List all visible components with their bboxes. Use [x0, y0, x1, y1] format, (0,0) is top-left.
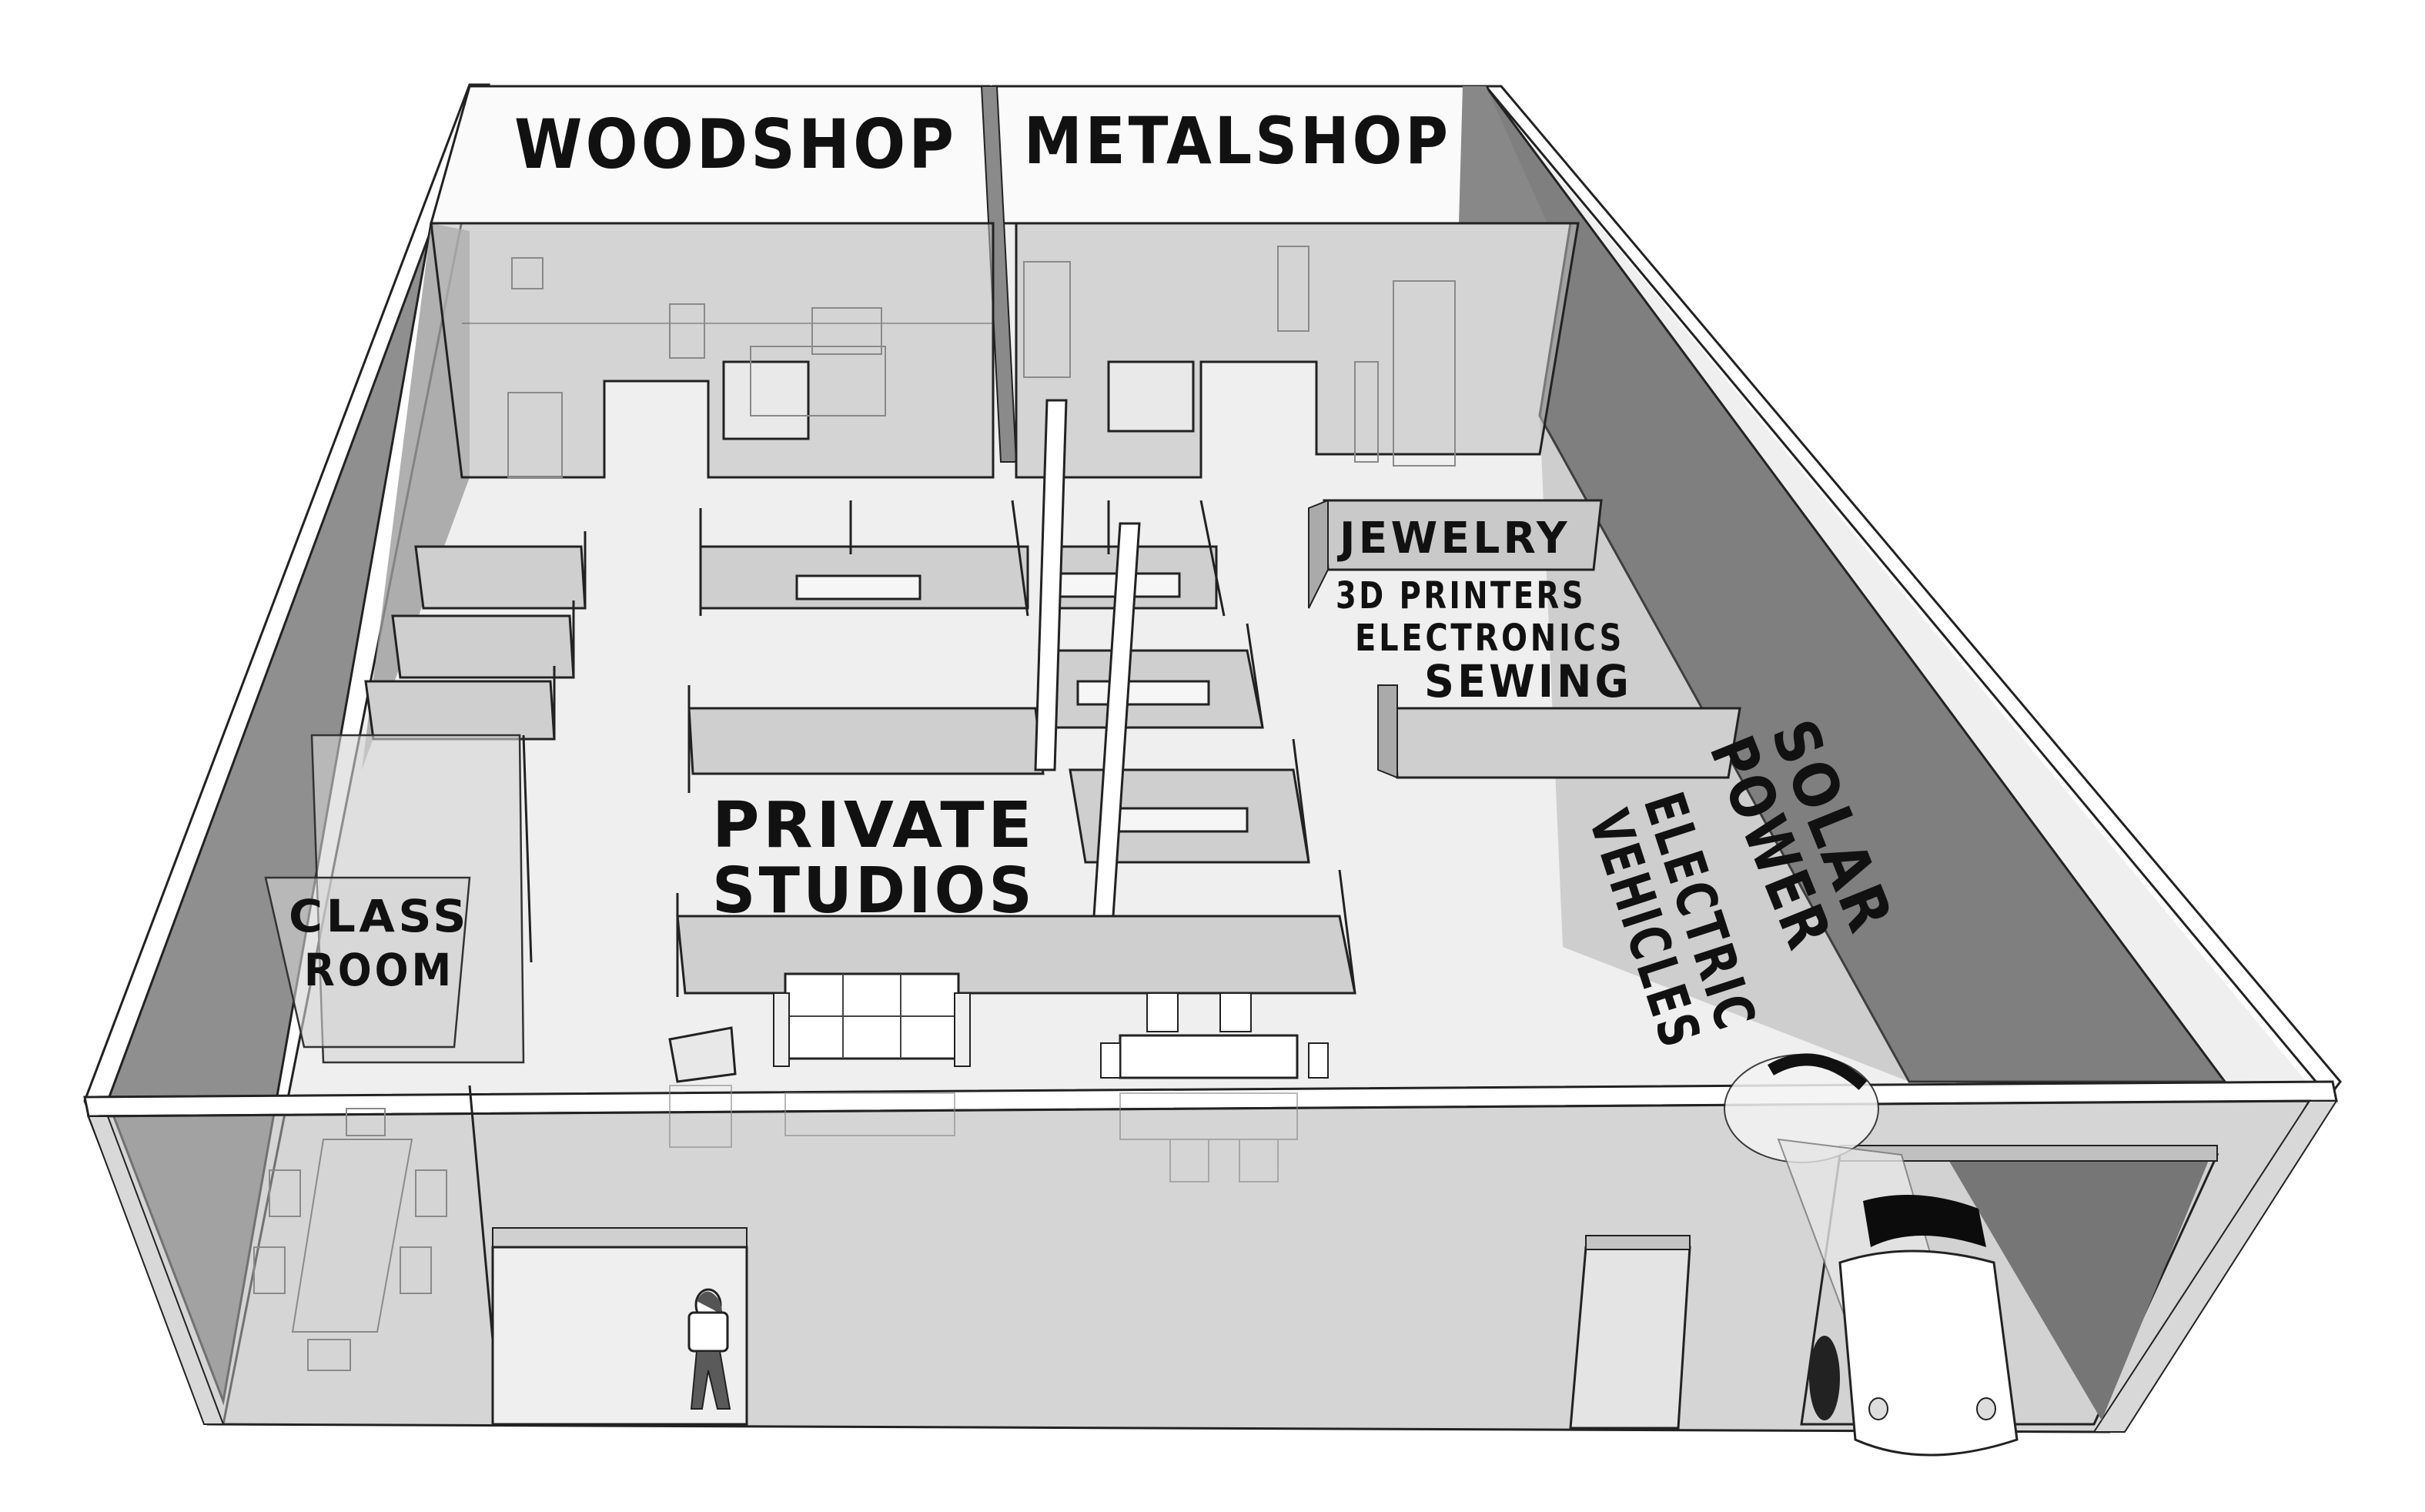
jewelry-label: JEWELRY — [1337, 513, 1570, 564]
dining-set — [1100, 992, 1329, 1079]
sewing-partition — [1377, 684, 1741, 779]
electronics-label: ELECTRONICS — [1355, 617, 1624, 660]
left-outer-wall — [83, 83, 490, 1426]
electric-car — [1724, 1053, 2019, 1457]
ghost-furniture — [669, 1085, 1298, 1183]
3d-printers-label: 3D PRINTERS — [1336, 574, 1586, 617]
conference-table — [253, 1108, 447, 1371]
private-studios-label-line1: PRIVATE — [712, 789, 1035, 862]
sewing-label: SEWING — [1424, 655, 1632, 707]
class-room-label-line2: ROOM — [304, 944, 454, 996]
woodshop-enclosure — [430, 222, 995, 479]
left-partitions — [364, 531, 587, 741]
person-figure — [687, 1288, 731, 1410]
right-outer-wall — [1461, 85, 2342, 1099]
private-studios-label-line2: STUDIOS — [712, 855, 1035, 928]
woodshop-label: WOODSHOP — [514, 105, 957, 184]
armchair — [668, 1026, 737, 1083]
classroom-enclosure — [264, 734, 533, 1064]
side-door — [1569, 1235, 1691, 1430]
class-room-label-line1: CLASS — [289, 890, 470, 942]
sofa — [773, 972, 971, 1067]
metalshop-enclosure — [1015, 222, 1580, 479]
metalshop-label: METALSHOP — [1024, 103, 1451, 179]
jewelry-sign — [1308, 499, 1603, 609]
